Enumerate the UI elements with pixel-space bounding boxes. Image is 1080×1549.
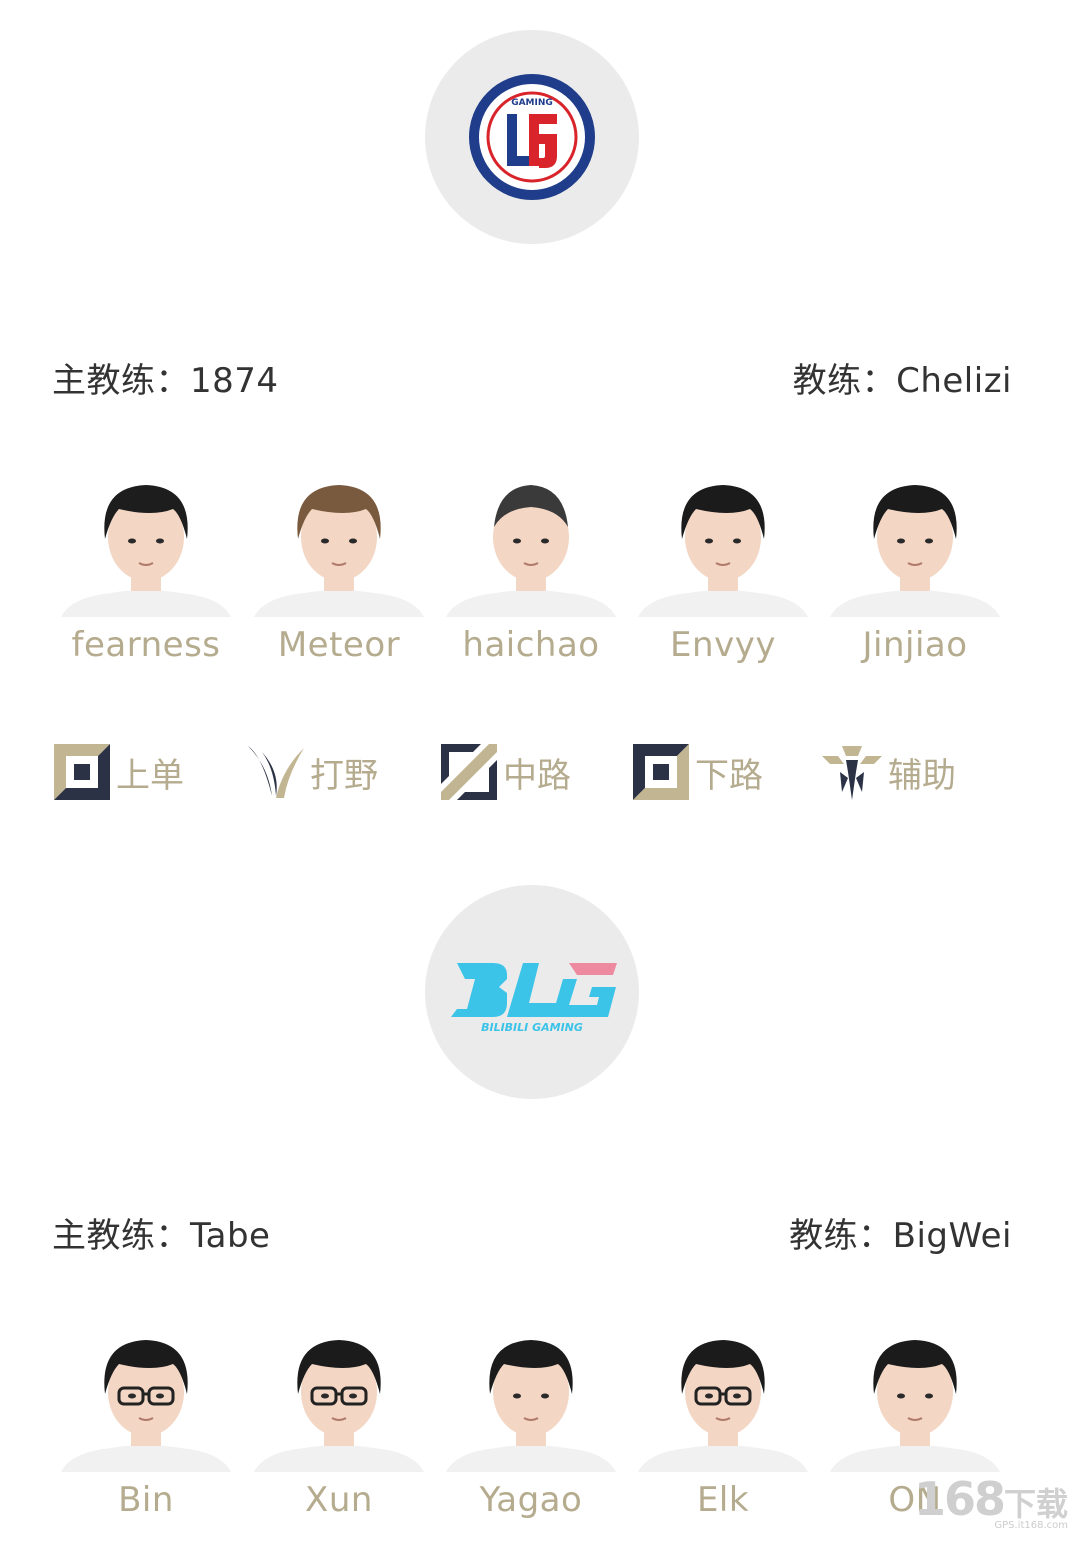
role-support: 辅助 <box>820 741 956 803</box>
player-name: Elk <box>696 1480 750 1520</box>
player-name: Bin <box>118 1480 174 1520</box>
player-name: Xun <box>305 1480 373 1520</box>
coach-label: 教练：Chelizi <box>792 361 1012 401</box>
player-card: ON <box>830 1322 1000 1520</box>
blg-team-logo: BILIBILI GAMING <box>425 885 639 1099</box>
support-icon <box>822 746 882 800</box>
player-photo <box>446 467 616 617</box>
player-card: Elk <box>638 1322 808 1520</box>
role-label: 下路 <box>695 755 763 796</box>
lgd-logo-icon: GAMING <box>469 74 595 200</box>
role-jungle: 打野 <box>246 741 378 803</box>
role-label: 中路 <box>503 755 571 796</box>
head-coach-label: 主教练：1874 <box>52 361 279 401</box>
head-coach-label: 主教练：Tabe <box>52 1216 271 1256</box>
watermark: 168下载 GPS.it168.com <box>914 1472 1068 1531</box>
role-label: 辅助 <box>888 755 956 796</box>
player-photo <box>638 467 808 617</box>
coach-label: 教练：BigWei <box>789 1216 1012 1256</box>
player-name: Meteor <box>277 625 401 665</box>
lgd-team-logo: GAMING <box>425 30 639 244</box>
player-photo <box>61 467 231 617</box>
jungle-icon <box>248 746 304 798</box>
watermark-brand: 168 <box>913 1472 1006 1526</box>
player-photo <box>61 1322 231 1472</box>
player-name: ON <box>888 1480 942 1520</box>
player-photo <box>254 1322 424 1472</box>
bot-lane-icon <box>633 744 689 800</box>
role-top: 上单 <box>52 741 184 803</box>
player-card: Xun <box>254 1322 424 1520</box>
player-photo <box>446 1322 616 1472</box>
player-card: Bin <box>61 1322 231 1520</box>
role-mid: 中路 <box>439 741 571 803</box>
player-name: Yagao <box>479 1480 583 1520</box>
player-card: Meteor <box>254 467 424 665</box>
player-photo <box>638 1322 808 1472</box>
player-card: Yagao <box>446 1322 616 1520</box>
player-name: Jinjiao <box>862 625 968 665</box>
watermark-cn: 下载 <box>1003 1485 1068 1523</box>
blg-logo-icon: BILIBILI GAMING <box>451 963 617 1034</box>
lgd-logo-text: GAMING <box>511 98 553 108</box>
role-label: 打野 <box>310 755 378 796</box>
player-name: fearness <box>71 625 221 665</box>
player-photo <box>830 1322 1000 1472</box>
blg-logo-text: BILIBILI GAMING <box>481 1021 583 1034</box>
mid-lane-icon <box>441 744 497 800</box>
watermark-url: GPS.it168.com <box>994 1520 1068 1531</box>
player-photo <box>254 467 424 617</box>
player-card: haichao <box>446 467 616 665</box>
player-card: Jinjiao <box>830 467 1000 665</box>
player-card: fearness <box>61 467 231 665</box>
role-bot: 下路 <box>631 741 763 803</box>
blg-coach-row: 主教练：Tabe 教练：BigWei <box>52 1208 1012 1257</box>
lgd-coach-row: 主教练：1874 教练：Chelizi <box>52 353 1012 402</box>
top-lane-icon <box>54 744 110 800</box>
player-name: Envyy <box>670 625 776 665</box>
player-name: haichao <box>462 625 600 665</box>
player-card: Envyy <box>638 467 808 665</box>
role-label: 上单 <box>116 755 184 796</box>
player-photo <box>830 467 1000 617</box>
